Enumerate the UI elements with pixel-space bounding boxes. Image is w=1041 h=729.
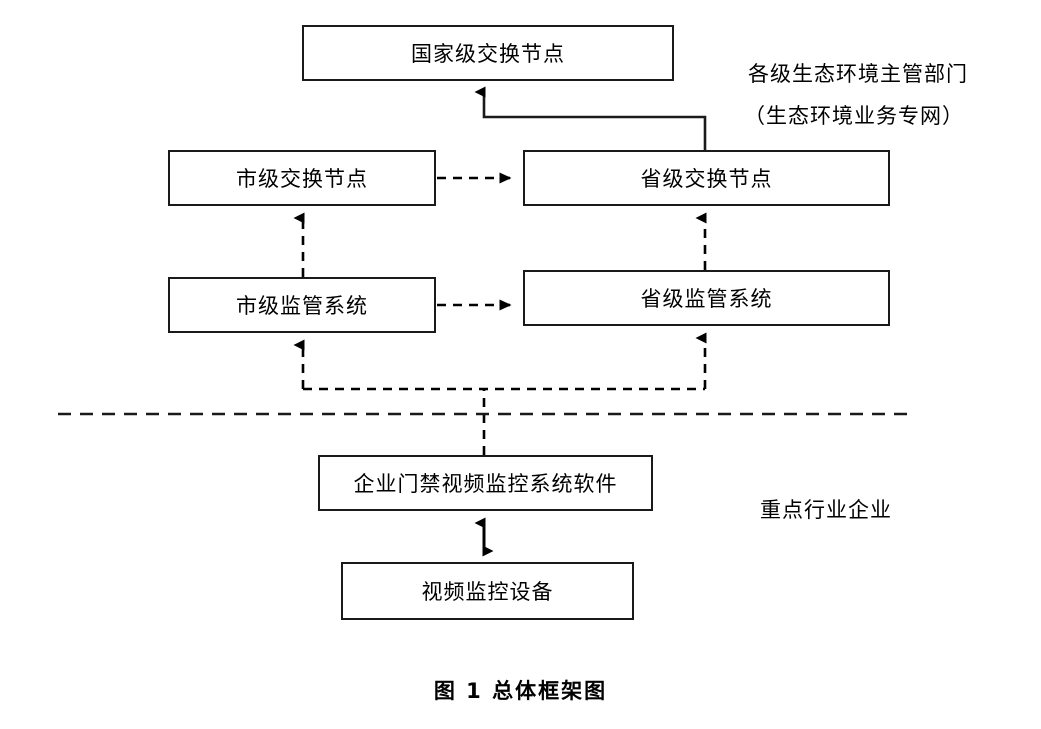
authority-label-line2: （生态环境业务专网） (744, 104, 964, 128)
node-label: 视频监控设备 (421, 580, 554, 604)
node-province-supervision-system[interactable]: 省级监管系统 (523, 270, 890, 326)
figure-caption: 图 1 总体框架图 (433, 679, 608, 703)
node-enterprise-access-video-software[interactable]: 企业门禁视频监控系统软件 (318, 455, 653, 511)
node-label: 企业门禁视频监控系统软件 (353, 472, 618, 496)
node-label: 省级交换节点 (640, 167, 773, 191)
node-label: 国家级交换节点 (411, 42, 565, 66)
enterprise-label: 重点行业企业 (760, 498, 892, 522)
node-city-supervision-system[interactable]: 市级监管系统 (168, 277, 436, 333)
node-label: 市级监管系统 (236, 294, 368, 318)
node-province-exchange-node[interactable]: 省级交换节点 (523, 150, 890, 206)
node-video-monitoring-device[interactable]: 视频监控设备 (341, 562, 634, 620)
node-label: 市级交换节点 (236, 167, 368, 191)
node-label: 省级监管系统 (640, 287, 773, 311)
connector-province-to-national (474, 86, 707, 150)
node-city-exchange-node[interactable]: 市级交换节点 (168, 150, 436, 206)
node-national-exchange-node[interactable]: 国家级交换节点 (302, 25, 674, 81)
authority-label-line1: 各级生态环境主管部门 (748, 62, 968, 86)
